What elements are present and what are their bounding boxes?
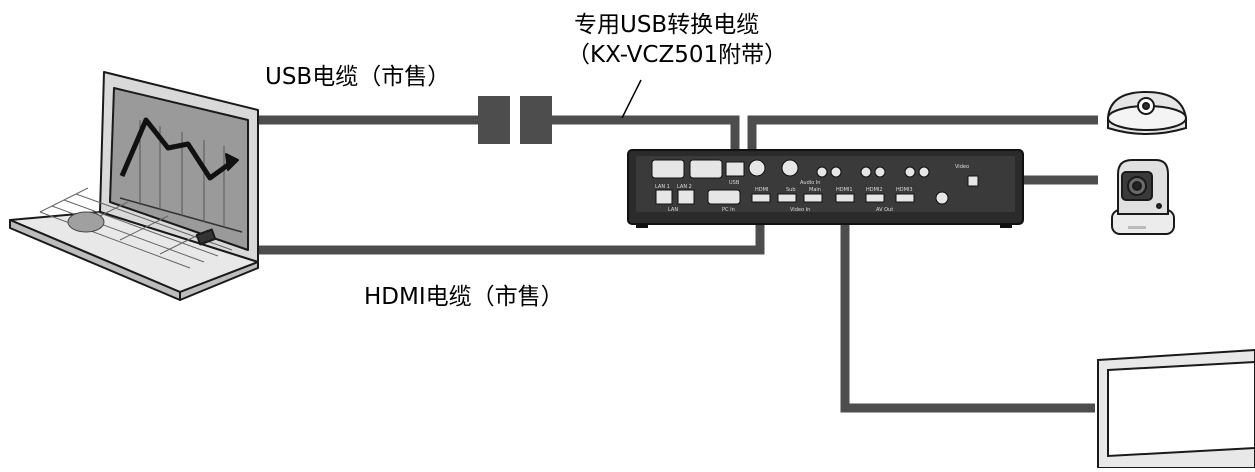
- panel-label-sub: Sub: [786, 187, 796, 193]
- panel-label-main: Main: [809, 187, 821, 193]
- unit-hdmi1-out-port: [835, 193, 855, 203]
- microphone-cable: [747, 115, 1098, 162]
- usb-converter-plugs: [478, 96, 552, 144]
- panel-label-video-in: Video In: [790, 207, 810, 213]
- unit-usb-port: [725, 161, 745, 177]
- panel-label-hdmi2: HDMI2: [866, 187, 883, 193]
- microphone-icon: [1107, 90, 1187, 135]
- converter-callout-line: [621, 79, 642, 119]
- hdmi-pc-cable: [178, 214, 765, 255]
- panel-label-lan1: LAN 1: [655, 184, 670, 190]
- trackpad: [67, 211, 105, 233]
- usb-plug-left: [478, 96, 510, 144]
- usb-converter-label-line2: （KX-VCZ501附带）: [567, 42, 788, 68]
- panel-label-hdmi1: HDMI1: [836, 187, 853, 193]
- panel-label-lan: LAN: [668, 207, 678, 213]
- unit-lan1-port: [655, 189, 673, 205]
- unit-hdmi-in-port: [751, 193, 771, 203]
- panel-label-lan2: LAN 2: [677, 184, 692, 190]
- codec-unit: LAN 1 LAN 2 LAN USB Audio In PC In HDMI …: [627, 149, 1024, 228]
- camera-icon: [1111, 159, 1175, 235]
- panel-label-video: Video: [955, 164, 969, 170]
- usb-cable-label: USB电缆（市售）: [265, 64, 451, 90]
- panel-label-av-out: AV Out: [876, 207, 893, 213]
- hdmi-cable-label: HDMI电缆（市售）: [364, 284, 564, 310]
- display-monitor-icon: [1097, 348, 1255, 469]
- panel-label-usb: USB: [729, 180, 740, 186]
- panel-label-hdmi: HDMI: [755, 187, 768, 193]
- usb-converter-cable: [548, 115, 740, 162]
- screen-chart-icon: [119, 117, 243, 233]
- unit-lan2-port: [677, 189, 695, 205]
- usb-plug-right: [520, 96, 552, 144]
- panel-label-audio-in: Audio In: [800, 180, 820, 186]
- usb-converter-label-line1: 专用USB转换电缆: [574, 12, 760, 38]
- hdmi-display-cable: [840, 212, 1095, 413]
- unit-pc-in-port: [707, 189, 741, 205]
- panel-label-hdmi3: HDMI3: [896, 187, 913, 193]
- laptop-icon: [9, 71, 259, 301]
- panel-label-pc-in: PC In: [722, 207, 735, 213]
